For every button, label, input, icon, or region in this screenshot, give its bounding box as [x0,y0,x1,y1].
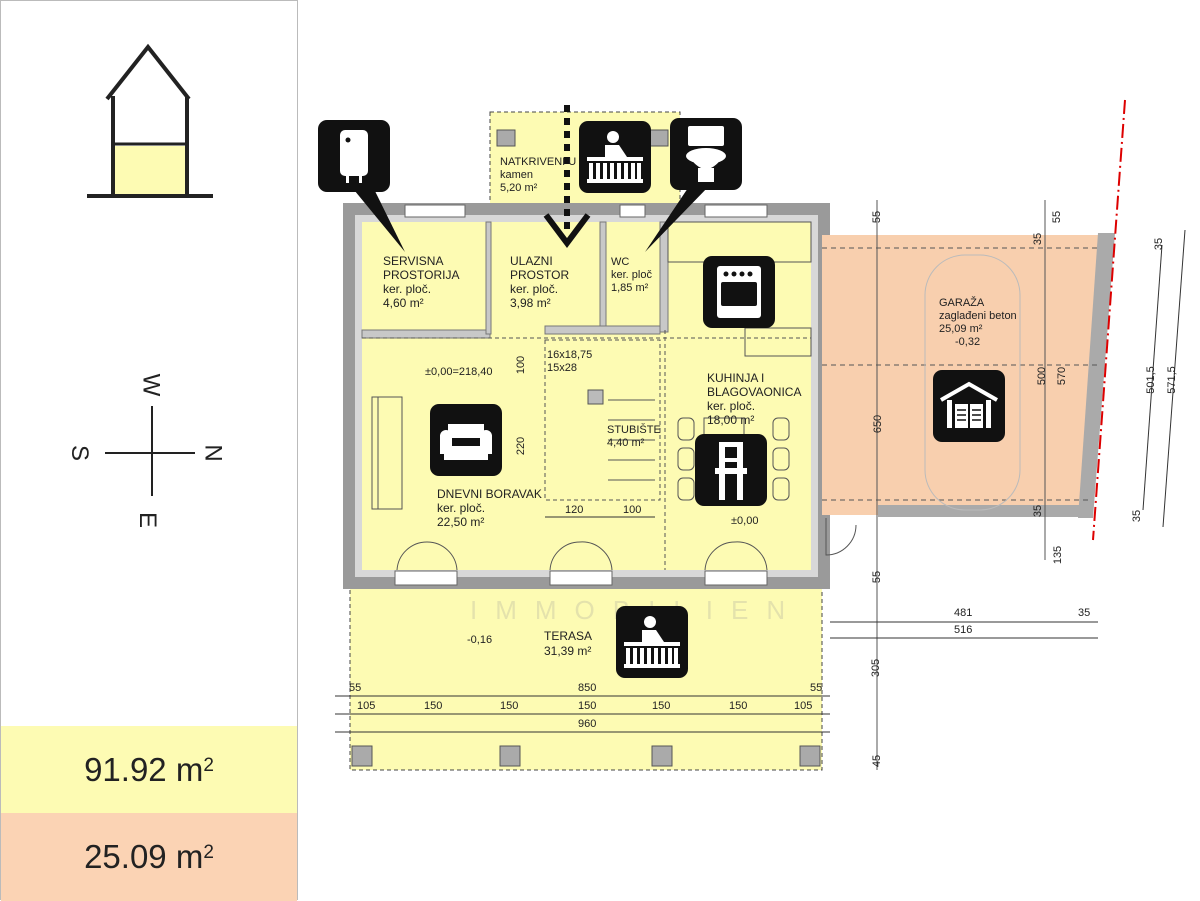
stairs-spec-1: 16x18,75 [547,349,593,361]
dim: 150 [578,700,597,712]
unit-sup: 2 [203,842,214,863]
dim: 850 [578,682,597,694]
stove-icon [703,256,775,328]
dim: 135 [1052,545,1065,565]
water-heater-icon [318,120,390,192]
dim: 305 [870,658,883,678]
dim: 500 [1036,366,1049,386]
room-material: kamen [500,169,534,181]
dining-chair-icon [695,434,767,506]
room-area: 22,50 m² [437,515,485,529]
room-material: ker. ploč [611,269,652,281]
dim: 55 [871,210,884,224]
dim: 650 [872,414,885,434]
room-level: -0,32 [955,336,981,348]
room-name: TERASA [544,629,593,643]
room-name: SERVISNA [383,254,444,268]
dim: 120 [565,504,584,516]
room-material: ker. ploč. [510,282,559,296]
room-name: GARAŽA [939,297,985,309]
toilet-icon [670,118,742,190]
room-material: zaglađeni beton [939,310,1017,322]
dim: 35 [1131,509,1144,523]
dim: 100 [623,504,642,516]
room-name: WC [611,256,630,268]
dim: 55 [871,570,884,584]
room-name: DNEVNI BORAVAK [437,487,542,501]
room-area: 3,98 m² [510,296,551,310]
room-name: STUBIŠTE [607,424,661,436]
room-area: 25,09 m² [939,323,983,335]
room-area: 1,85 m² [611,282,649,294]
room-name: BLAGOVAONICA [707,385,802,399]
house-ground-floor-icon [87,43,213,198]
dim: 35 [1032,504,1045,518]
room-material: ker. ploč. [437,501,486,515]
dim: 220 [515,436,528,456]
level-kitchen: ±0,00 [731,515,759,527]
room-area: 18,00 m² [707,413,755,427]
room-name: PROSTOR [510,268,570,282]
room-name: ULAZNI [510,254,553,268]
dim: 571,5 [1165,366,1178,394]
dim: 55 [1051,210,1064,224]
dim: 105 [357,700,376,712]
dim: 150 [424,700,443,712]
dim: 960 [578,718,597,730]
compass-cross-icon [105,406,195,496]
dim: 570 [1056,366,1069,386]
room-material: ker. ploč. [707,399,756,413]
dim: 516 [954,624,973,636]
balcony-icon [579,121,651,193]
dim: 501,5 [1144,366,1157,394]
dim: 150 [652,700,671,712]
room-area: 4,60 m² [383,296,424,310]
room-material: ker. ploč. [383,282,432,296]
dim: 35 [1153,237,1166,251]
room-name: KUHINJA I [707,371,765,385]
room-area: 31,39 m² [544,644,592,658]
dim: 105 [794,700,813,712]
dim: 100 [515,355,528,375]
dim: 150 [729,700,748,712]
room-area: 4,40 m² [607,437,645,449]
terrace-balcony-icon [616,606,688,678]
room-name: NATKRIVENI U [500,156,577,168]
dim: 45 [871,754,884,768]
dim: 481 [954,607,973,619]
room-name: PROSTORIJA [383,268,460,282]
stairs-spec-2: 15x28 [547,362,577,374]
room-area: 5,20 m² [500,182,538,194]
unit-sup: 2 [203,755,214,776]
dim: 35 [1078,607,1091,619]
terrace-level: -0,16 [467,634,493,646]
level-main: ±0,00=218,40 [425,366,493,378]
dim: 150 [500,700,519,712]
garage-area: 25.09 m [84,838,204,875]
house-area: 91.92 m [84,751,204,788]
dim: 55 [349,682,362,694]
armchair-icon [430,404,502,476]
dim: 35 [1032,232,1045,246]
garage-icon [933,370,1005,442]
dim: 55 [810,682,823,694]
